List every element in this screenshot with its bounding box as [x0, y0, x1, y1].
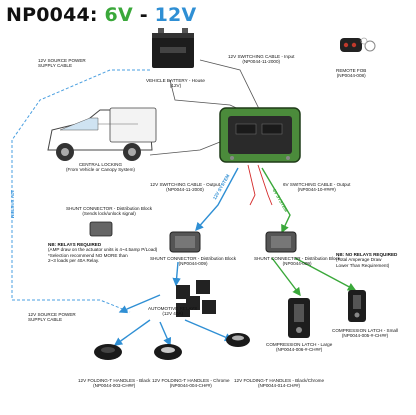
- handle-black-label: 12V FOLDING-T HANDLES - Black(NP0044-003…: [78, 378, 151, 389]
- handle-blackchrome-label: 12V FOLDING-T HANDLES - Black/Chrome(NP0…: [234, 378, 325, 389]
- title-12v: 12V: [154, 4, 197, 26]
- shunt-connector-top-icon: [89, 221, 113, 237]
- title-6v: 6V: [104, 4, 133, 26]
- shunt-connector-right-icon: [265, 231, 297, 253]
- central-locking-label: CENTRAL LOCKING(From Vehicle or Canopy S…: [66, 162, 135, 173]
- latch-small-icon: [348, 290, 366, 322]
- ecu-module-icon: [219, 107, 301, 163]
- latch-small-label: COMPRESSION LATCH - Small(NP0044-005-#-C…: [332, 328, 399, 339]
- remote-label: REMOTE FOB(NP0044-008): [336, 68, 367, 79]
- title-separator: -: [139, 4, 148, 26]
- sw12-output-label: 12V SWITCHING CABLE - Output(NP0044-11-2…: [150, 182, 220, 193]
- label-left-12v-system: 12V SYSTEM: [10, 190, 15, 219]
- shunt-connector-mid-icon: [169, 231, 201, 253]
- red-wires: [247, 164, 273, 206]
- shunt-top-label: SHUNT CONNECTOR - Distribution Block(Sen…: [66, 206, 153, 217]
- title-code: NP0044:: [6, 4, 98, 26]
- shunt-right-label: SHUNT CONNECTOR - Distribution Block(NP0…: [254, 256, 341, 267]
- relays-required-note: NB: RELAYS REQUIRED (AMP draw on the act…: [48, 242, 158, 264]
- shunt-mid-label: SHUNT CONNECTOR - Distribution Block(NP0…: [150, 256, 237, 267]
- battery-label: VEHICLE BATTERY - House(12V): [146, 78, 205, 89]
- handle-chrome-icon: [154, 344, 182, 360]
- latch-large-icon: [288, 298, 310, 338]
- battery-icon: [152, 28, 194, 68]
- source-supply-dashed-line: [11, 69, 150, 313]
- green-output-wires: [261, 167, 357, 297]
- sw6-output-label: 6V SWITCHING CABLE - Output(NP0044-10-##…: [283, 182, 351, 193]
- handle-chrome-label: 12V FOLDING-T HANDLES - Chrome(NP0044-00…: [152, 378, 230, 389]
- remote-fob-icon: [340, 37, 376, 52]
- auto-relays-label: AUTOMOTIVE RELAYS(12V 40A): [148, 306, 198, 317]
- handle-blackchrome-icon: [226, 333, 250, 347]
- page-title: NP0044: 6V - 12V: [6, 4, 196, 26]
- central-locking-wire: [149, 139, 226, 156]
- vehicle-icon: [47, 107, 157, 161]
- relays-icon: [176, 280, 216, 317]
- no-relays-note: NB: NO RELAYS REQUIRED (Total Amperage D…: [336, 252, 398, 268]
- latch-large-label: COMPRESSION LATCH - Large(NP0044-006-#-C…: [266, 342, 333, 353]
- switching-input-label: 12V SWITCHING CABLE - Input(NP0044-11-20…: [228, 54, 295, 65]
- handle-black-icon: [94, 344, 122, 360]
- blue-output-wires: [113, 167, 239, 347]
